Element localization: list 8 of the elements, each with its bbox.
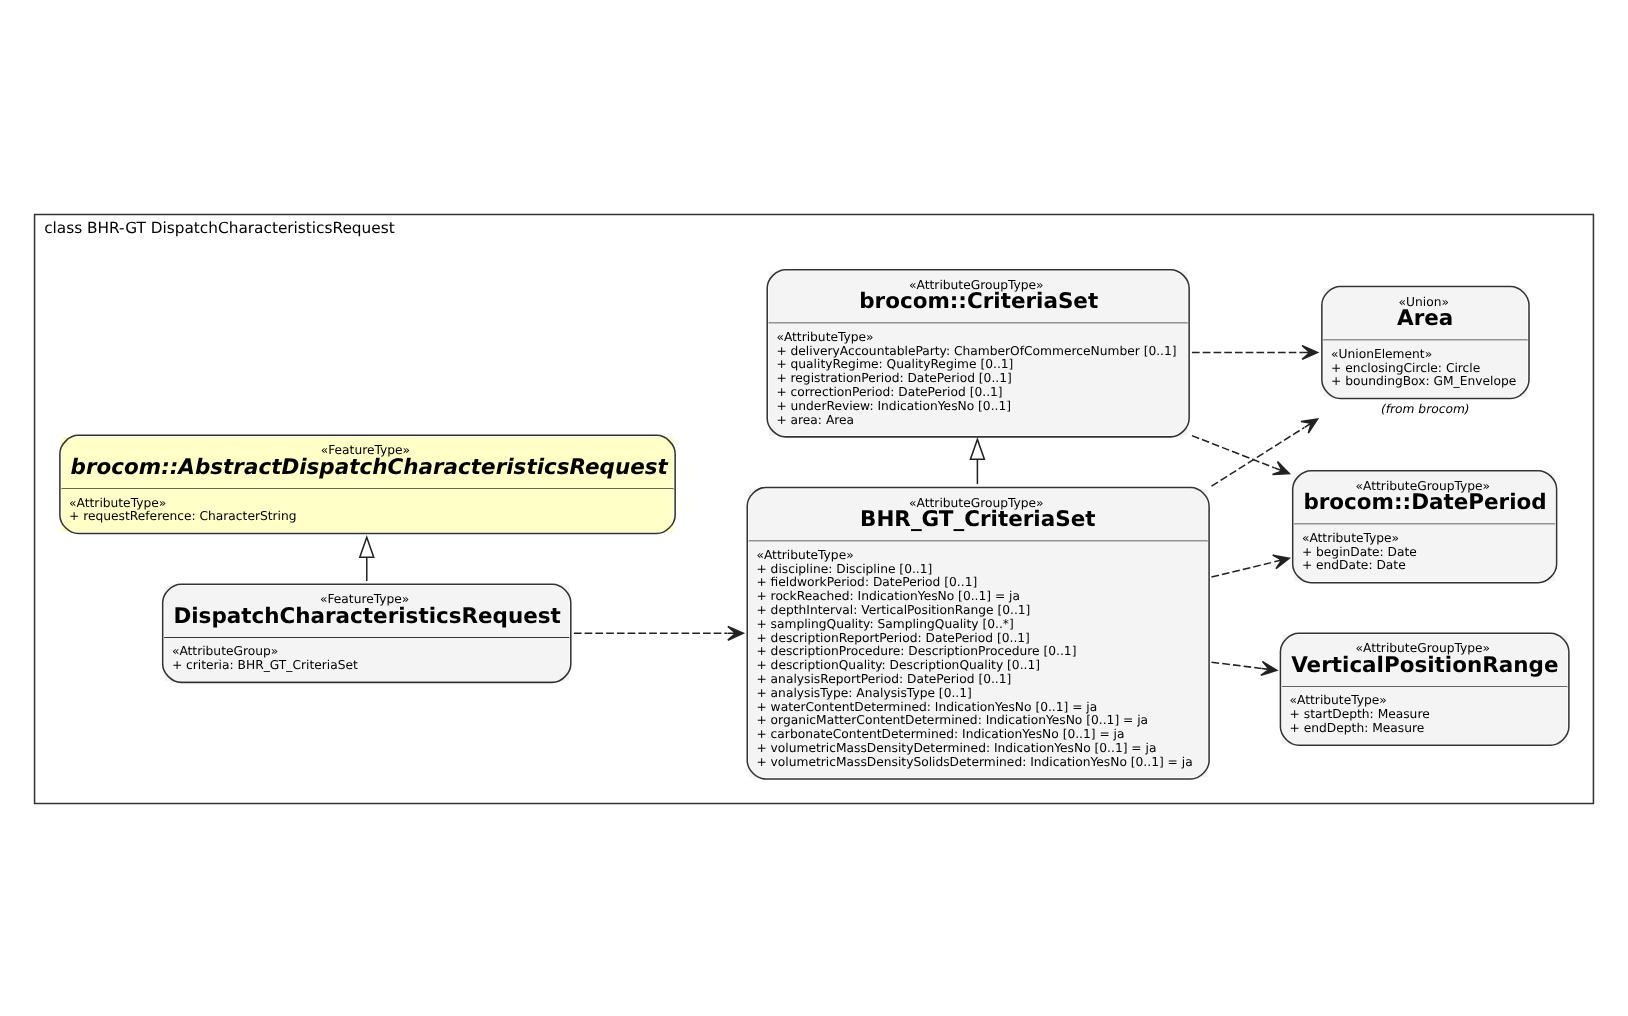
arrow bbox=[358, 533, 375, 581]
arrow bbox=[1210, 553, 1291, 577]
arrow bbox=[1210, 659, 1278, 676]
arrow bbox=[1210, 417, 1319, 486]
arrow bbox=[573, 624, 744, 640]
arrow bbox=[1191, 433, 1291, 475]
arrow bbox=[1191, 343, 1319, 360]
arrow bbox=[969, 436, 986, 484]
